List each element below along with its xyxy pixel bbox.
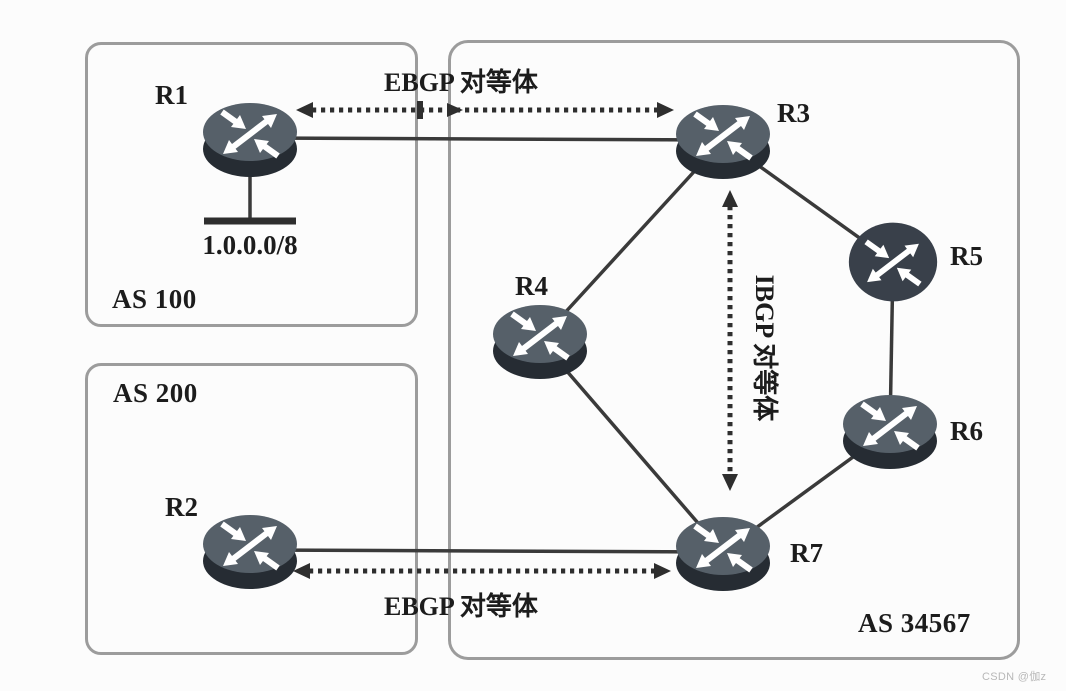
as34567-box — [448, 40, 1020, 660]
router-r5 — [845, 219, 941, 305]
as100-box — [85, 42, 418, 327]
as200-label: AS 200 — [113, 378, 198, 408]
as34567-label: AS 34567 — [858, 608, 971, 638]
router-r4-label: R4 — [515, 271, 548, 301]
ebgp-top-label: EBGP 对等体 — [384, 68, 538, 97]
router-r4 — [490, 298, 590, 382]
router-r2 — [200, 508, 300, 592]
lan-prefix-label: 1.0.0.0/8 — [202, 230, 298, 260]
router-icon-dark — [845, 219, 941, 305]
router-r1-label: R1 — [155, 80, 188, 110]
router-r3-label: R3 — [777, 98, 810, 128]
as100-label: AS 100 — [112, 284, 197, 314]
router-r7 — [673, 510, 773, 594]
watermark: CSDN @伽z — [982, 671, 1047, 683]
router-icon — [490, 298, 590, 382]
router-r7-label: R7 — [790, 538, 823, 568]
router-icon — [840, 388, 940, 472]
router-icon — [200, 96, 300, 180]
router-r2-label: R2 — [165, 492, 198, 522]
router-r6-label: R6 — [950, 416, 983, 446]
router-icon — [673, 98, 773, 182]
router-r3 — [673, 98, 773, 182]
router-r1 — [200, 96, 300, 180]
ibgp-label: IBGP 对等体 — [750, 274, 779, 422]
router-r5-label: R5 — [950, 241, 983, 271]
ebgp-bottom-label: EBGP 对等体 — [384, 592, 538, 621]
router-icon — [200, 508, 300, 592]
as200-box — [85, 363, 418, 655]
router-r6 — [840, 388, 940, 472]
router-icon — [673, 510, 773, 594]
